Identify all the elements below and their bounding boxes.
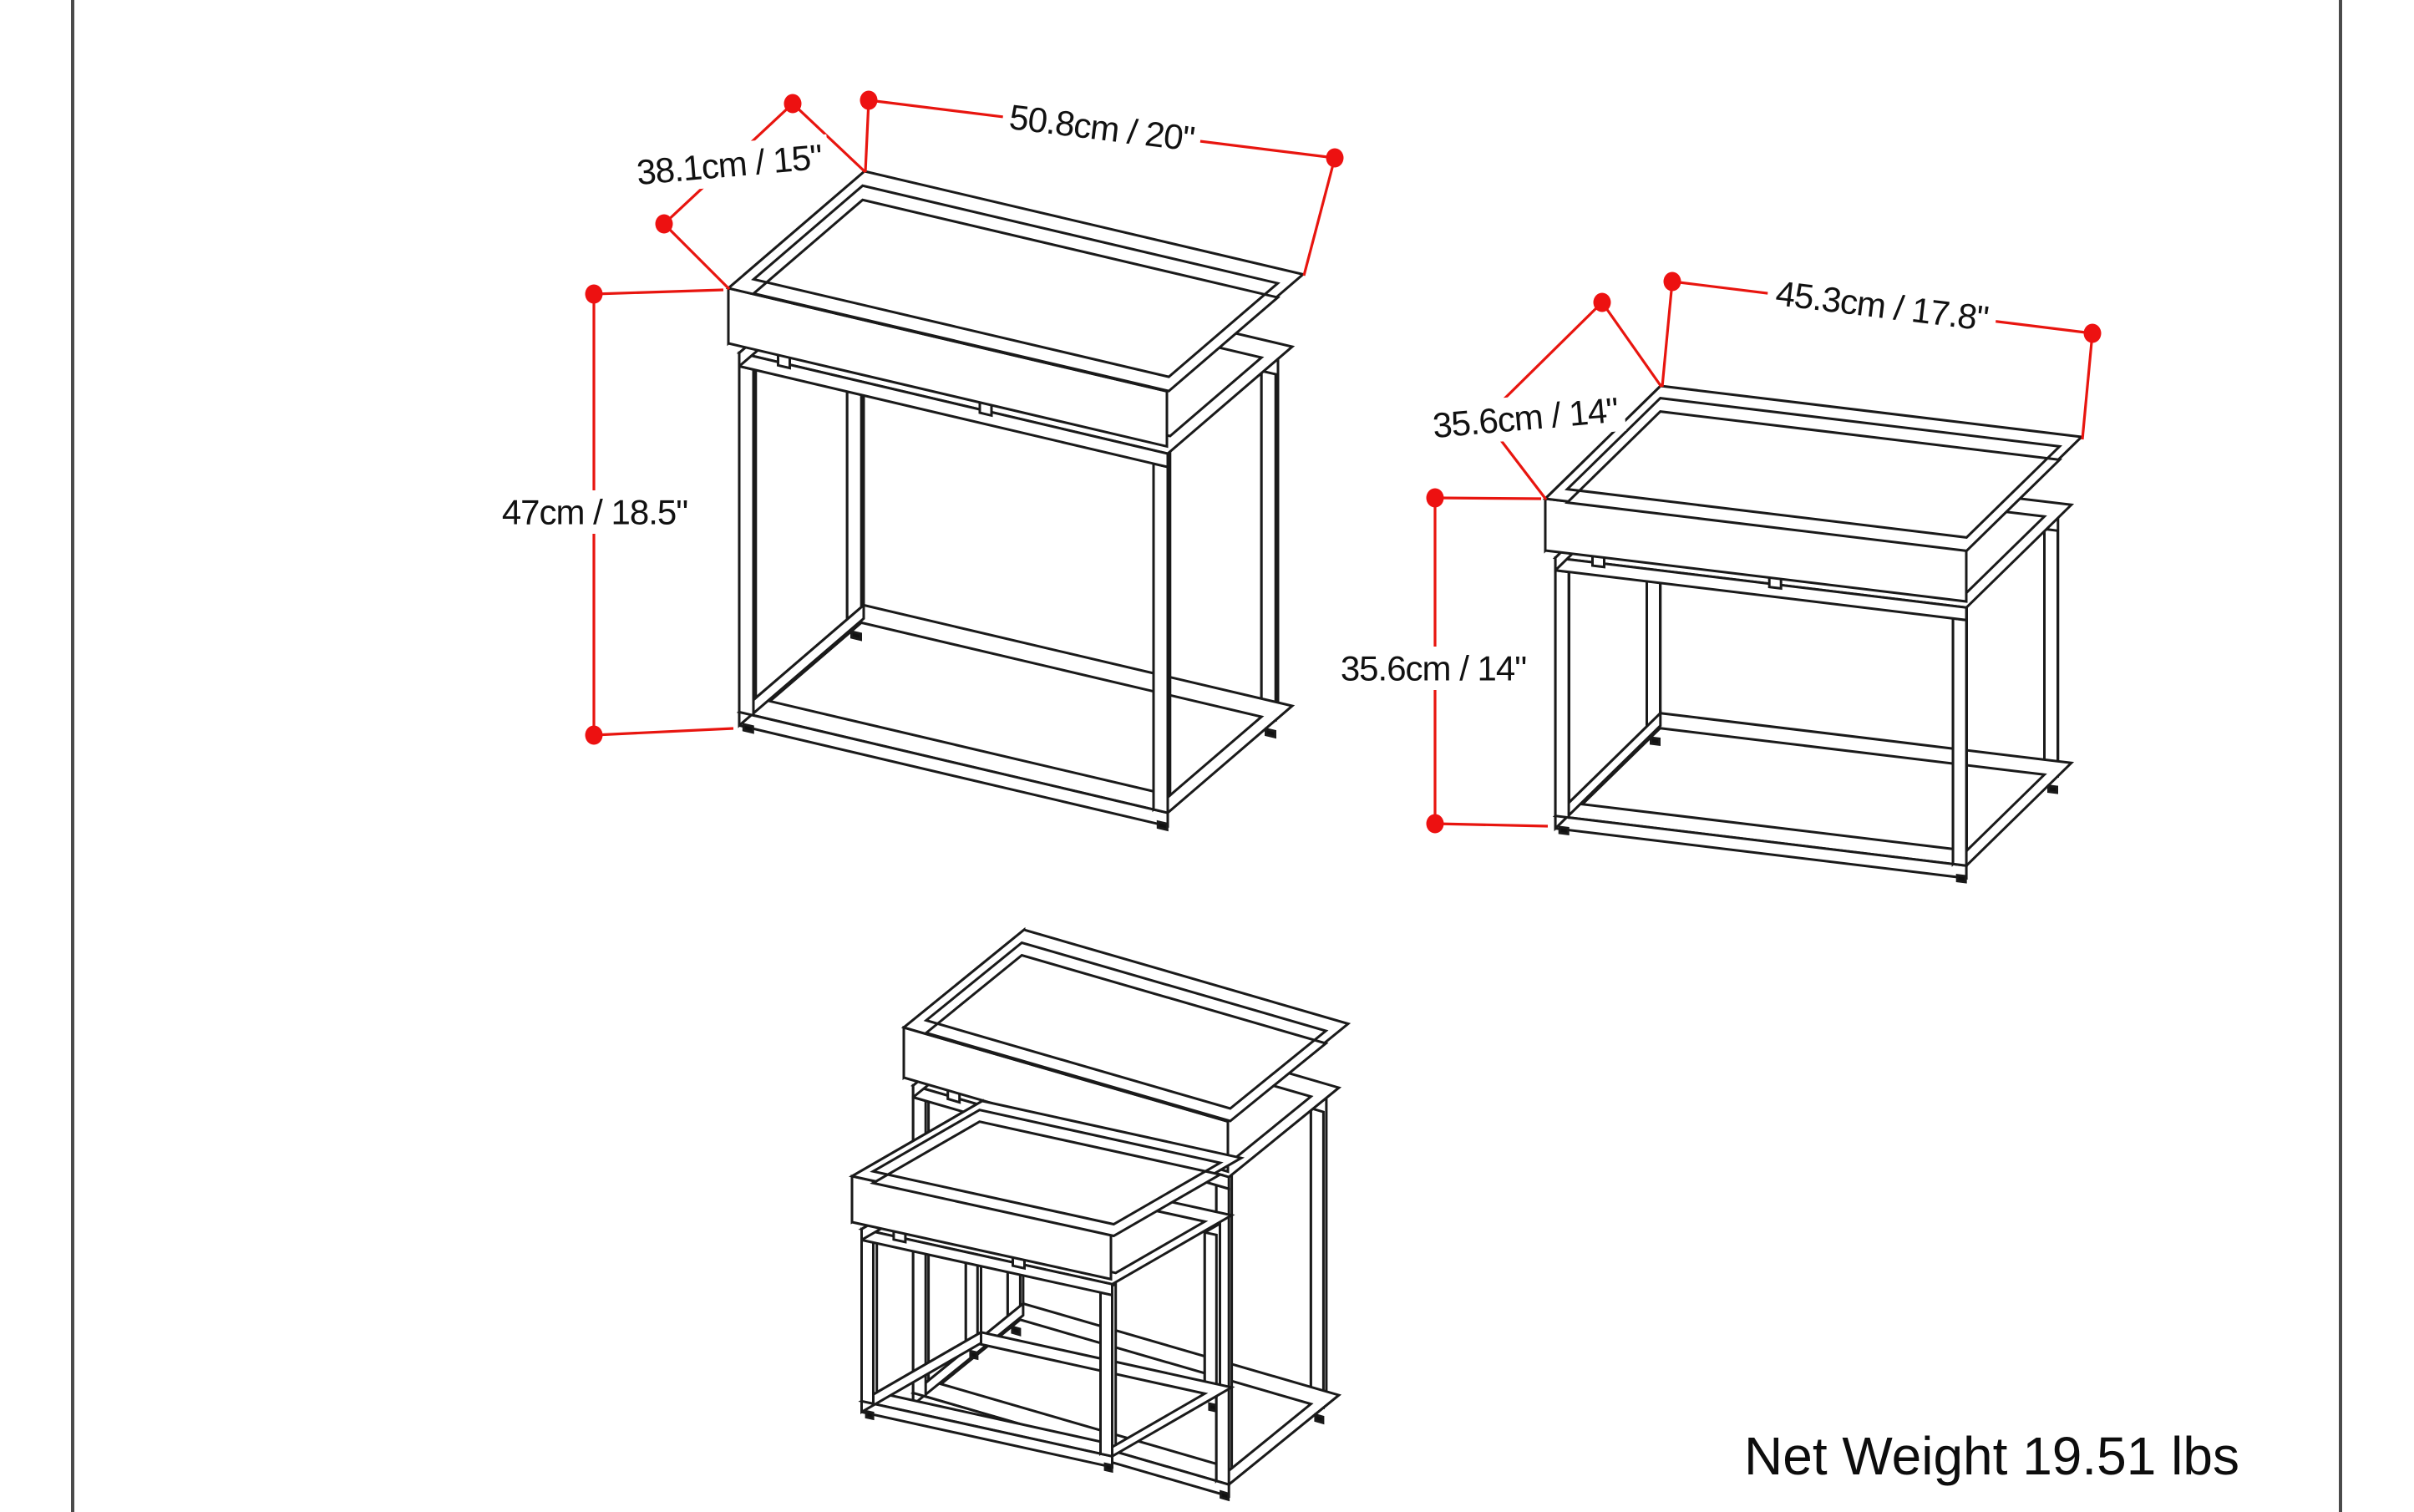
dimension-label-backing: [628, 134, 830, 195]
dimension-dot: [1426, 488, 1444, 508]
leader-line: [1302, 157, 1336, 277]
dimension-dot: [2083, 323, 2102, 343]
dimension-dot: [1326, 148, 1344, 168]
dimension-label-backing: [1765, 270, 1999, 342]
nested-tables-drawing: [848, 926, 1352, 1502]
dimension-label: 47cm / 18.5": [502, 493, 687, 532]
dimension-label: 45.3cm / 17.8": [1773, 273, 1990, 338]
dimension-dot: [585, 725, 603, 745]
net-weight-label: Net Weight 19.51 lbs: [1744, 1426, 2239, 1486]
leader-line: [864, 99, 870, 173]
nested-small-table: [848, 1098, 1245, 1474]
leader-line: [662, 222, 731, 291]
dimension-label-backing: [1334, 647, 1533, 690]
dimension-label: 35.6cm / 14": [1341, 649, 1526, 688]
leader-line: [1661, 281, 1674, 388]
leader-line: [791, 102, 867, 174]
dim-large-depth: 38.1cm / 15": [628, 94, 867, 291]
dimension-dot: [585, 284, 603, 304]
dimension-dot: [1593, 292, 1611, 312]
dimension-label: 38.1cm / 15": [635, 137, 824, 192]
dimension-dot: [655, 214, 673, 234]
dimension-label-backing: [495, 490, 694, 534]
leader-line: [1434, 496, 1542, 500]
dimension-dot: [860, 90, 878, 110]
leader-line: [1600, 302, 1663, 388]
leader-line: [593, 288, 724, 296]
dim-large-height: 47cm / 18.5": [495, 284, 734, 745]
leader-line: [1434, 822, 1549, 828]
dimension-annotations: 38.1cm / 15"50.8cm / 20"47cm / 18.5"35.6…: [495, 90, 2102, 834]
dimension-dot: [1663, 271, 1681, 292]
dimension-dot: [1426, 814, 1444, 834]
dim-small-height: 35.6cm / 14": [1334, 488, 1549, 834]
dimension-label: 35.6cm / 14": [1431, 390, 1620, 445]
table-small-drawing: [1542, 383, 2085, 884]
dimension-label-backing: [1424, 387, 1626, 449]
dimension-label-backing: [1000, 94, 1204, 162]
table-large-drawing: [725, 168, 1306, 832]
leader-line: [2081, 332, 2094, 440]
leader-line: [593, 727, 734, 737]
dimension-dot: [784, 94, 802, 114]
